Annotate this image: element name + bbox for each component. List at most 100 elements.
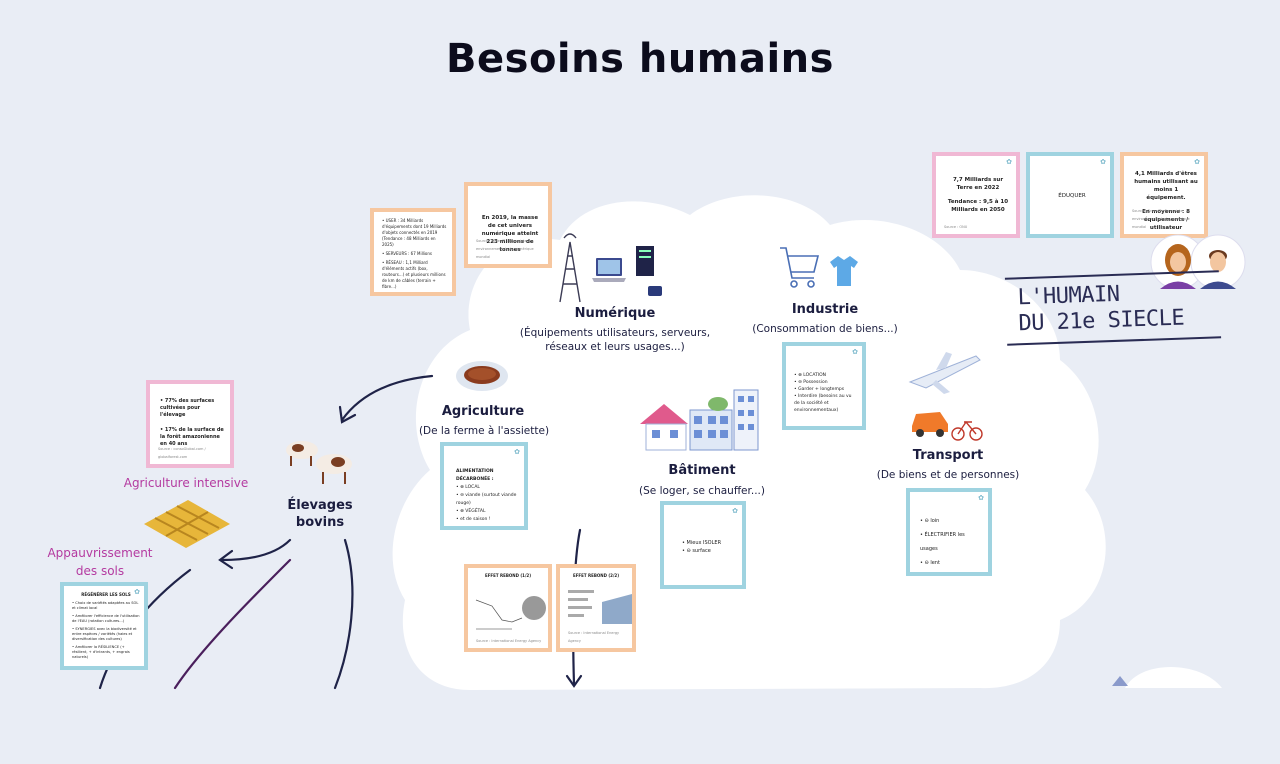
- elevage-label: Élevages bovins: [270, 497, 370, 531]
- sols-item: • Choix de variétés adaptées au SOL et c…: [72, 601, 139, 610]
- industrie-title: Industrie: [791, 302, 859, 317]
- agriculture-card-title: ALIMENTATION DÉCARBONÉE :: [456, 469, 494, 482]
- laptop-icon: [592, 258, 626, 282]
- effet-rebond-title-2: EFFET REBOND (2/2): [572, 573, 620, 578]
- arrow-agri-to-elevage: [340, 374, 434, 422]
- arrow-line-right: [333, 538, 354, 690]
- agriculture-item: • ⊖ viande (surtout viande rouge): [456, 493, 517, 506]
- batiment-card[interactable]: ✿ • Mieux ISOLER • ⊖ surface: [660, 501, 746, 589]
- shirt-icon: [830, 256, 858, 286]
- antenna-icon: [559, 233, 581, 303]
- batiment-item: • ⊖ surface: [682, 548, 711, 554]
- industrie-item: • ⊕ LOCATION: [794, 373, 827, 378]
- page-title: Besoins humains: [446, 36, 834, 82]
- bicycle-icon: [951, 420, 983, 441]
- arrow-elevage-to-appauv: [220, 538, 292, 562]
- transport-item: • ⊖ loin: [920, 518, 940, 524]
- appauvrissement-line1: Appauvrissement: [47, 546, 153, 560]
- transport-icons: [908, 352, 983, 441]
- wheat-field-illustration: [144, 500, 230, 548]
- appauvrissement-line2: des sols: [75, 564, 125, 578]
- sols-card-title: RÉGÉNÉRER LES SOLS: [81, 592, 131, 597]
- butterfly-icon: ✿: [732, 507, 738, 515]
- rebond-chart-thumbnail-1: [475, 596, 546, 630]
- butterfly-icon: ✿: [514, 448, 520, 456]
- numerique-mass-source: Source : GreenIT - Empreinte environneme…: [476, 239, 534, 259]
- steak-plate-icon: [456, 361, 508, 391]
- agriculture-title: Agriculture: [441, 404, 525, 419]
- elevage-stats-card[interactable]: • 77% des surfaces cultivées pour l'élev…: [146, 380, 234, 468]
- arrowhead-elevage: [338, 405, 357, 424]
- humain-21e-siecle-banner: L'HUMAIN DU 21e SIECLE: [1004, 270, 1222, 346]
- effet-rebond-card-2[interactable]: EFFET REBOND (2/2) Source : Internationa…: [556, 564, 636, 652]
- eduquer-card[interactable]: ✿ ÉDUQUER: [1026, 152, 1114, 238]
- compass-icon: [1112, 676, 1128, 686]
- population-card[interactable]: ✿ 7,7 Milliards sur Terre en 2022 Tendan…: [932, 152, 1020, 238]
- industrie-item: • ⊖ Possession: [794, 380, 828, 385]
- numerique-network-stat: • RÉSEAU : 1,1 Milliard d'éléments actif…: [382, 260, 446, 289]
- transport-subtitle: (De biens et de personnes): [876, 469, 1020, 481]
- phone-icon: [648, 286, 662, 296]
- cows-illustration: [286, 441, 352, 484]
- agriculture-item: • et de saison !: [456, 517, 491, 522]
- batiment-title: Bâtiment: [668, 463, 736, 478]
- eduquer-text: ÉDUQUER: [1058, 193, 1086, 199]
- buildings-illustration: [640, 389, 759, 451]
- elevage-stat-2: • 17% de la surface de la forêt amazonie…: [160, 427, 224, 447]
- agriculture-item: • ⊕ LOCAL: [456, 485, 480, 490]
- arrow-line-mid: [173, 558, 292, 690]
- agriculture-item: • ⊕ VÉGÉTAL: [456, 509, 486, 514]
- numerique-mass-card[interactable]: En 2019, la masse de cet univers numériq…: [464, 182, 552, 268]
- appauvrissement-label: Appauvrissement des sols: [36, 544, 164, 580]
- butterfly-icon: ✿: [852, 348, 858, 356]
- corner-cloud: [1125, 667, 1222, 688]
- numerique-title: Numérique: [574, 306, 656, 321]
- plane-icon: [908, 352, 981, 394]
- cow-icon: [316, 454, 352, 484]
- server-icon: [636, 246, 654, 276]
- industrie-item: • Interdire (besoins au vu de la société…: [794, 394, 852, 413]
- transport-item: • ÉLECTRIFIER les usages: [920, 532, 965, 552]
- regenerer-sols-card[interactable]: ✿ RÉGÉNÉRER LES SOLS • Choix de variétés…: [60, 582, 148, 670]
- numerique-user-stat: • USER : 34 Milliards d'équipements dont…: [382, 218, 447, 247]
- car-icon: [912, 412, 948, 437]
- industrie-item: • Garder + longtemps: [794, 387, 845, 392]
- agriculture-card[interactable]: ✿ ALIMENTATION DÉCARBONÉE : • ⊕ LOCAL • …: [440, 442, 528, 530]
- butterfly-icon: ✿: [1194, 158, 1200, 166]
- cow-icon: [286, 441, 318, 466]
- effet-rebond-source-2: Source : International Energy Agency: [568, 631, 620, 643]
- elevage-label-1: Élevages: [287, 498, 353, 513]
- equipements-source: Source : GreenIT - Empreinte environneme…: [1132, 209, 1190, 229]
- elevage-source: Source : consoGlobal.com / globalforest.…: [158, 447, 206, 459]
- butterfly-icon: ✿: [1006, 158, 1012, 166]
- humain-line2: DU 21e SIECLE: [1018, 305, 1185, 337]
- numerique-subtitle-1: (Équipements utilisateurs, serveurs,: [519, 327, 711, 339]
- avatars-illustration: [1150, 234, 1246, 290]
- equipements-average: En moyenne : 8 équipements / utilisateur: [1142, 209, 1190, 231]
- butterfly-icon: ✿: [978, 494, 984, 502]
- numerique-stats-card[interactable]: • USER : 34 Milliards d'équipements dont…: [370, 208, 456, 296]
- house-roof: [640, 404, 688, 424]
- effet-rebond-card-1[interactable]: EFFET REBOND (1/2) Source : Internationa…: [464, 564, 552, 652]
- equipements-card[interactable]: ✿ 4,1 Milliards d'êtres humains utilisan…: [1120, 152, 1208, 238]
- industrie-card[interactable]: ✿ • ⊕ LOCATION • ⊖ Possession • Garder +…: [782, 342, 866, 430]
- numerique-icons: [559, 233, 662, 303]
- population-text: 7,7 Milliards sur Terre en 2022: [952, 177, 1004, 191]
- effet-rebond-title-1: EFFET REBOND (1/2): [484, 573, 532, 578]
- butterfly-icon: ✿: [1100, 158, 1106, 166]
- numerique-subtitle-2: réseaux et leurs usages...): [545, 341, 685, 353]
- sols-item: • Améliorer la RÉSILIENCE (+ résilient, …: [72, 645, 130, 659]
- batiment-item: • Mieux ISOLER: [682, 540, 722, 546]
- transport-card[interactable]: ✿ • ⊖ loin • ÉLECTRIFIER les usages • ⊖ …: [906, 488, 992, 576]
- butterfly-icon: ✿: [134, 588, 140, 596]
- arrowhead-appauv: [218, 549, 234, 570]
- numerique-mass-text: En 2019, la masse de cet univers numériq…: [481, 215, 539, 253]
- sols-item: • SYNERGIES avec la biodiversité et entr…: [72, 627, 137, 641]
- industrie-icons: [780, 247, 858, 288]
- batiment-subtitle: (Se loger, se chauffer...): [639, 485, 765, 497]
- transport-item: • ⊖ lent: [920, 560, 940, 566]
- agriculture-subtitle: (De la ferme à l'assiette): [418, 425, 550, 437]
- sols-item: • Améliorer l'efficience de l'utilisatio…: [72, 614, 140, 623]
- equipements-text: 4,1 Milliards d'êtres humains utilisant …: [1134, 171, 1198, 201]
- population-trend: Tendance : 9,5 à 10 Milliards en 2050: [947, 199, 1009, 213]
